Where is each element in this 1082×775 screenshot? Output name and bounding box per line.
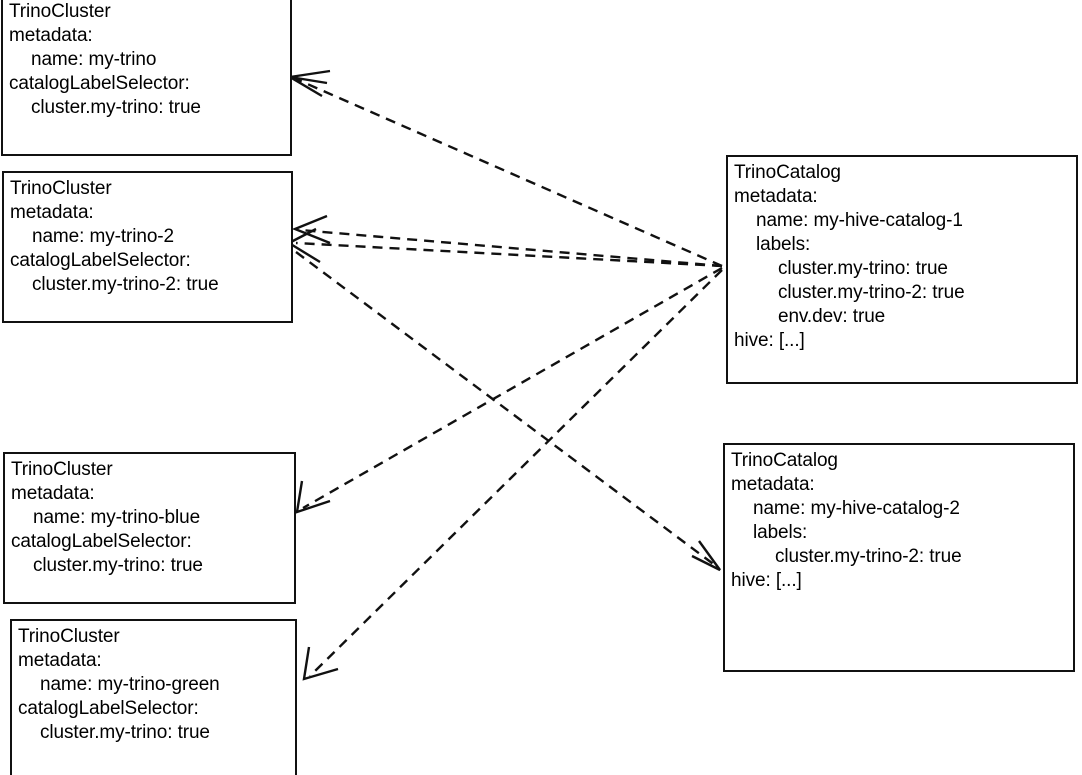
node-line: TrinoCluster (9, 1, 111, 22)
node-line: name: my-hive-catalog-1 (756, 210, 963, 231)
edge-catalog1-to-my-trino (286, 69, 723, 268)
node-catalog-my-hive-catalog-1[interactable]: TrinoCatalog metadata: name: my-hive-cat… (726, 155, 1078, 384)
node-line: TrinoCluster (18, 626, 120, 647)
node-line: name: my-trino-green (40, 674, 220, 695)
node-line: metadata: (731, 474, 815, 495)
node-line: TrinoCluster (11, 459, 113, 480)
node-line: cluster.my-trino-2: true (32, 274, 219, 295)
node-line: hive: [...] (731, 570, 802, 591)
node-line: TrinoCluster (10, 178, 112, 199)
edge-catalog1-to-my-trino-green (302, 269, 723, 681)
node-cluster-my-trino-2[interactable]: TrinoCluster metadata: name: my-trino-2 … (2, 171, 293, 323)
node-line: catalogLabelSelector: (10, 250, 191, 271)
node-line: cluster.my-trino: true (31, 97, 201, 118)
node-line: TrinoCatalog (731, 450, 838, 471)
node-cluster-my-trino-blue[interactable]: TrinoCluster metadata: name: my-trino-bl… (3, 452, 296, 604)
node-line: cluster.my-trino: true (33, 555, 203, 576)
node-line: metadata: (734, 186, 818, 207)
node-cluster-my-trino-green[interactable]: TrinoCluster metadata: name: my-trino-gr… (10, 619, 297, 775)
node-line: metadata: (11, 483, 95, 504)
node-line: cluster.my-trino: true (40, 722, 210, 743)
edge-catalog1-to-my-trino-blue (295, 266, 723, 514)
node-line: metadata: (9, 25, 93, 46)
node-line: name: my-trino-blue (33, 507, 201, 528)
node-line: name: my-trino-2 (32, 226, 174, 247)
node-line: name: my-hive-catalog-2 (753, 498, 960, 519)
edge-my-trino-2-to-catalog2 (295, 251, 721, 572)
node-line: cluster.my-trino: true (778, 258, 948, 279)
node-catalog-my-hive-catalog-2[interactable]: TrinoCatalog metadata: name: my-hive-cat… (723, 443, 1075, 672)
node-line: env.dev: true (778, 306, 886, 327)
node-line: catalogLabelSelector: (9, 73, 190, 94)
node-line: labels: (753, 522, 808, 543)
node-line: labels: (756, 234, 811, 255)
node-line: metadata: (10, 202, 94, 223)
node-line: TrinoCatalog (734, 162, 841, 183)
node-line: metadata: (18, 650, 102, 671)
node-line: cluster.my-trino-2: true (775, 546, 962, 567)
node-line: catalogLabelSelector: (11, 531, 192, 552)
node-line: cluster.my-trino-2: true (778, 282, 965, 303)
node-cluster-my-trino[interactable]: TrinoCluster metadata: name: my-trino ca… (1, 0, 292, 156)
node-line: name: my-trino (31, 49, 157, 70)
edge-catalog1-to-my-trino-2 (286, 214, 723, 268)
node-line: hive: [...] (734, 330, 805, 351)
node-line: catalogLabelSelector: (18, 698, 199, 719)
